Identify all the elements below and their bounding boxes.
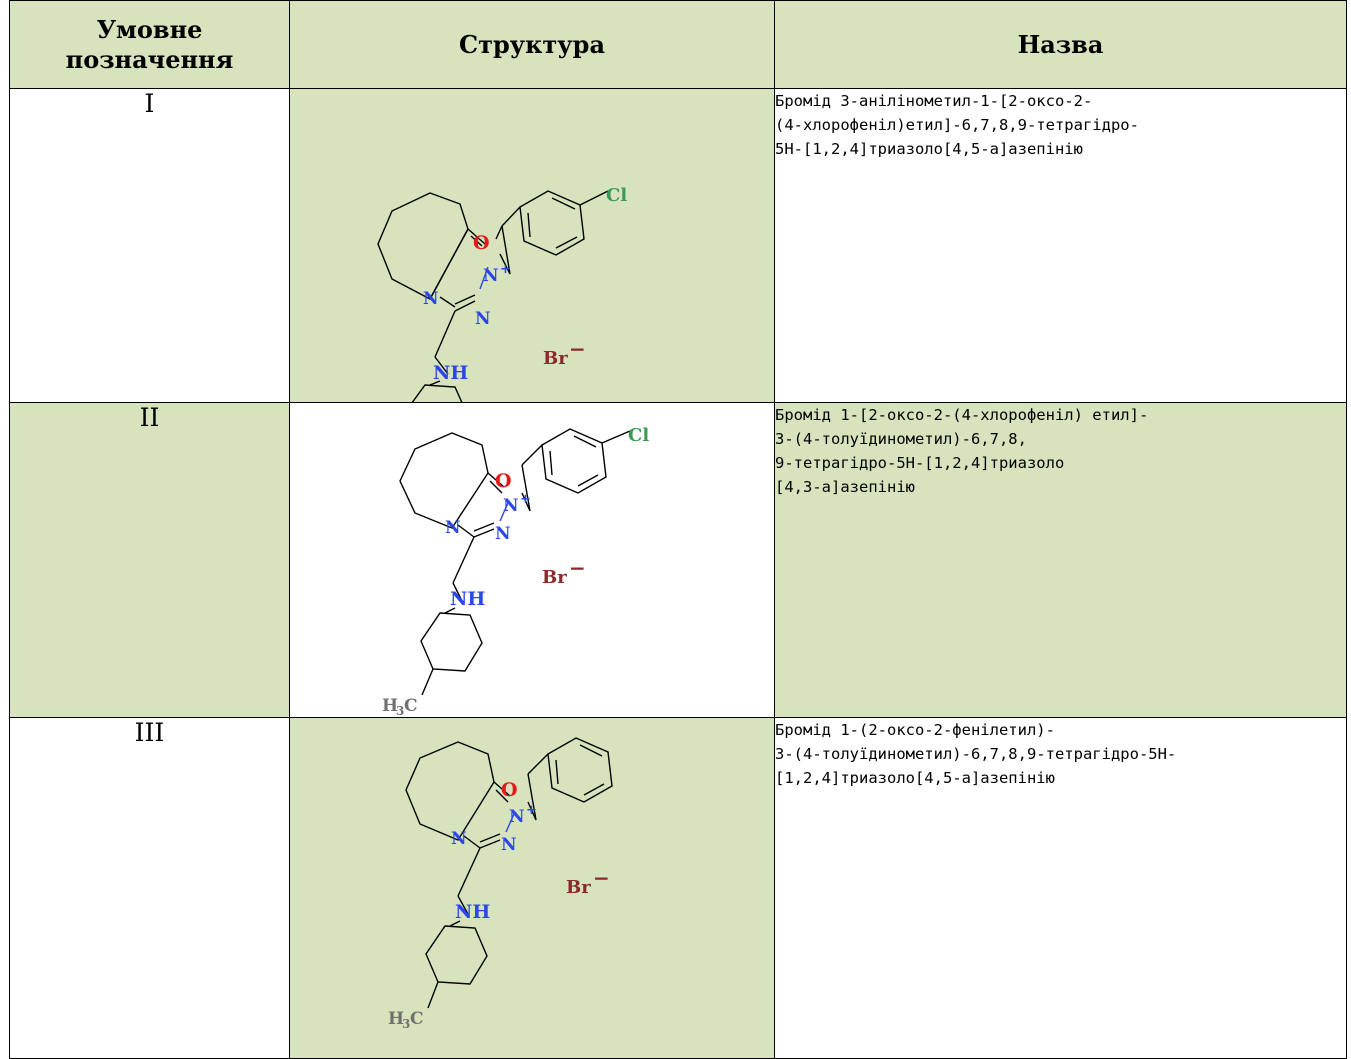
atom-o: O — [473, 232, 490, 254]
charge-minus: − — [593, 866, 610, 890]
compound-name: Бромід 1-[2-оксо-2-(4-хлорофеніл) етил]-… — [774, 402, 1347, 718]
atom-c: C — [410, 1009, 424, 1029]
structure-diagram: Cl O N N + N NH Br − H 3 C — [382, 425, 649, 717]
azepane-ring — [405, 741, 495, 841]
name-line: 3-(4-толуїдинометил)-6,7,8, — [775, 430, 1027, 448]
atom-nh: NH — [450, 588, 485, 610]
atom-br: Br — [543, 348, 568, 369]
compound-code: III — [9, 717, 290, 1059]
header-row: Умовне позначення Структура Назва — [9, 0, 1347, 89]
name-line: (4-хлорофеніл)етил]-6,7,8,9-тетрагідро- — [775, 116, 1139, 134]
atom-n: N — [451, 829, 467, 849]
table-row: I — [9, 88, 1347, 403]
charge-plus: + — [526, 803, 537, 818]
atom-c: C — [404, 696, 418, 716]
atom-br: Br — [542, 567, 567, 588]
name-line: Бромід 1-(2-оксо-2-фенілетил)- — [775, 721, 1055, 739]
compound-name: Бромід 3-анілінометил-1-[2-оксо-2- (4-хл… — [774, 88, 1347, 403]
atom-h: H — [382, 696, 398, 716]
atom-n: N — [495, 524, 511, 544]
structure-diagram: O N N + N NH Br − H 3 C — [388, 737, 613, 1031]
table-row: II — [9, 402, 1347, 718]
name-line: 9-тетрагідро-5H-[1,2,4]триазоло — [775, 454, 1065, 472]
atom-o: O — [501, 779, 518, 801]
atom-cl: Cl — [628, 425, 649, 446]
charge-minus: − — [569, 337, 586, 361]
name-line: [4,3-а]азепінію — [775, 478, 915, 496]
compounds-table: Умовне позначення Структура Назва I — [9, 0, 1347, 1059]
structure-cell: Cl O N N + N NH Br − — [289, 88, 775, 403]
header-code-line1: Умовне — [96, 14, 203, 44]
atom-o: O — [495, 470, 512, 492]
structure-cell: O N N + N NH Br − H 3 C — [289, 717, 775, 1059]
azepane-ring — [399, 432, 489, 529]
charge-minus: − — [569, 556, 586, 580]
atom-n: N — [423, 289, 439, 309]
tolyl-ring — [425, 925, 488, 985]
header-name: Назва — [774, 0, 1347, 89]
header-code-line2: позначення — [65, 44, 234, 74]
name-line: Бромід 3-анілінометил-1-[2-оксо-2- — [775, 92, 1093, 110]
benzene-ring — [519, 190, 585, 256]
azepane-ring — [377, 192, 469, 300]
atom-h: H — [388, 1009, 404, 1029]
structure-diagram: Cl O N N + N NH Br − — [377, 185, 627, 402]
atom-n-plus: N — [483, 266, 499, 286]
name-line: 5H-[1,2,4]триазоло[4,5-а]азепінію — [775, 140, 1083, 158]
atom-n-plus: N — [503, 496, 519, 516]
phenyl-ring — [411, 384, 463, 402]
structure-cell: Cl O N N + N NH Br − H 3 C — [289, 402, 775, 718]
charge-plus: + — [520, 492, 531, 507]
atom-n: N — [501, 835, 517, 855]
atom-n-plus: N — [509, 807, 525, 827]
compound-name: Бромід 1-(2-оксо-2-фенілетил)- 3-(4-толу… — [774, 717, 1347, 1059]
phenyl-ring — [547, 737, 613, 803]
atom-n: N — [445, 518, 461, 538]
compound-code: II — [9, 402, 290, 718]
name-line: 3-(4-толуїдинометил)-6,7,8,9-тетрагідро-… — [775, 745, 1177, 763]
atom-cl: Cl — [606, 185, 627, 206]
table-row: III O — [9, 717, 1347, 1059]
subscript-3: 3 — [396, 704, 404, 717]
atom-br: Br — [566, 877, 591, 898]
subscript-3: 3 — [402, 1017, 410, 1031]
compound-code: I — [9, 88, 290, 403]
tolyl-ring — [420, 612, 483, 672]
atom-nh: NH — [433, 362, 468, 384]
atom-nh: NH — [455, 901, 490, 923]
name-line: Бромід 1-[2-оксо-2-(4-хлорофеніл) етил]- — [775, 406, 1149, 424]
header-code: Умовне позначення — [9, 0, 290, 89]
header-structure: Структура — [289, 0, 775, 89]
benzene-ring — [541, 428, 607, 494]
charge-plus: + — [500, 262, 511, 277]
atom-n: N — [475, 309, 491, 329]
name-line: [1,2,4]триазоло[4,5-а]азепінію — [775, 769, 1055, 787]
